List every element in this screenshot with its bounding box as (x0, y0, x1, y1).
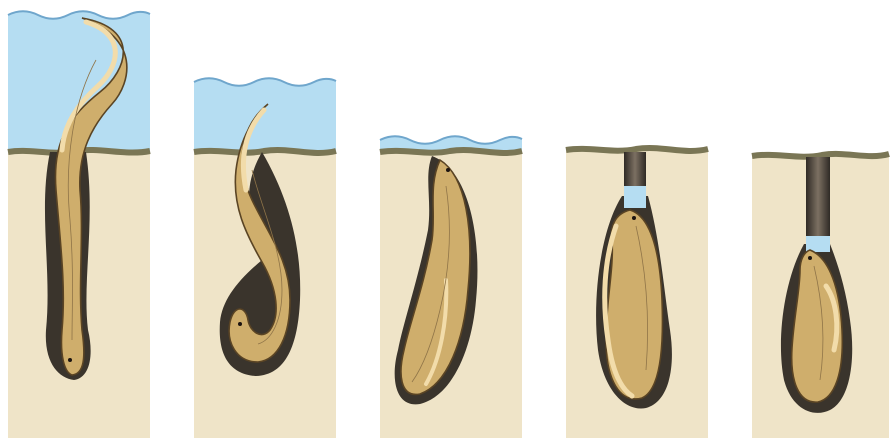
water-region (194, 78, 336, 152)
panel-4 (566, 148, 708, 438)
eel-eye (446, 168, 450, 172)
eel-eye (632, 216, 636, 220)
panel-1 (8, 11, 150, 438)
water-pocket (624, 186, 646, 208)
sediment-surface-line (194, 150, 336, 153)
burrow-tube (806, 157, 830, 239)
sediment-surface-line (380, 150, 522, 153)
sediment-surface-line (752, 154, 889, 157)
eel-eye (68, 358, 72, 362)
panel-3 (380, 136, 522, 438)
eel-eye (238, 322, 242, 326)
eel-eye (808, 256, 812, 260)
sediment-surface-line (566, 148, 708, 151)
panel-2 (194, 78, 336, 438)
panel-5 (752, 154, 889, 438)
